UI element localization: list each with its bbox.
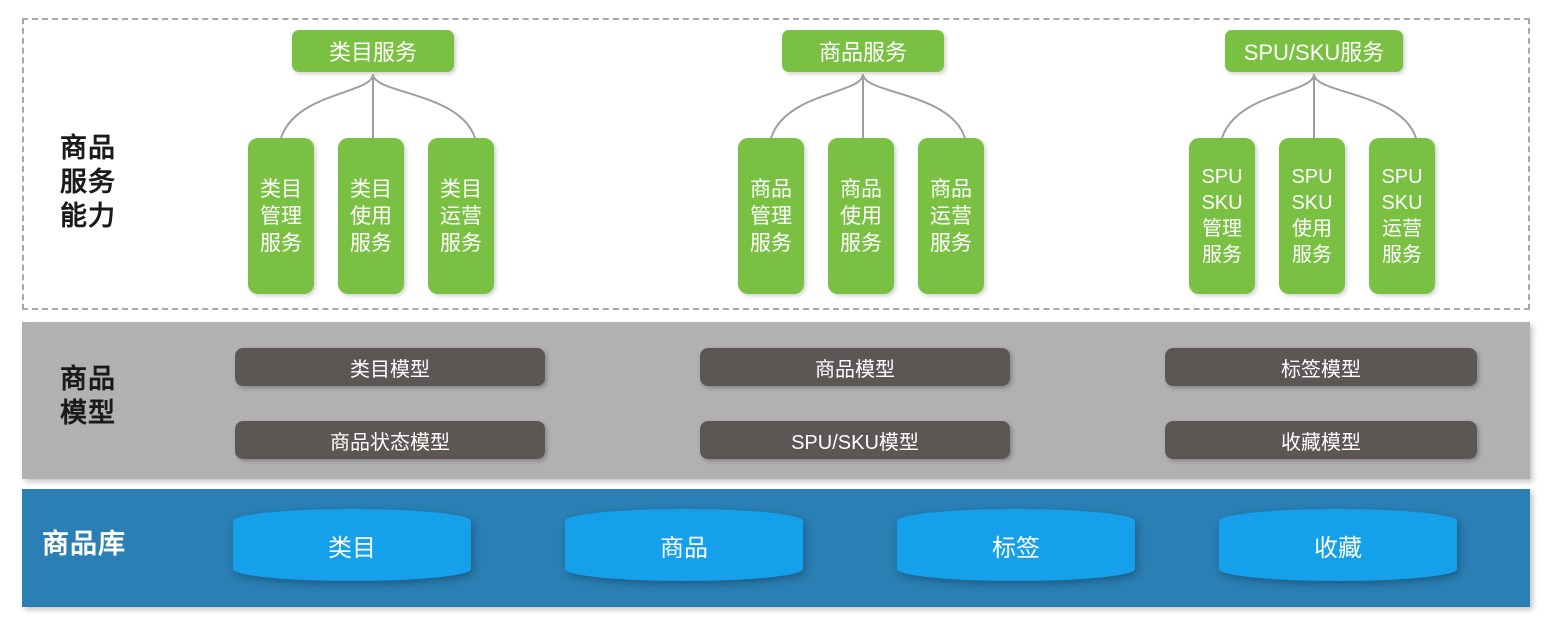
product-model-band: 类目模型 商品状态模型 商品模型 SPU/SKU模型 标签模型 收藏模型 bbox=[22, 322, 1530, 479]
connector-lines-category bbox=[280, 73, 476, 139]
service-card[interactable]: 类目 使用 服务 bbox=[338, 138, 404, 294]
band-label-product-model: 商品 模型 bbox=[60, 364, 116, 428]
cylinder-top-cap bbox=[565, 509, 803, 533]
service-group-header-spusku[interactable]: SPU/SKU服务 bbox=[1225, 30, 1403, 72]
product-repository-band: 类目 商品 标签 收藏 bbox=[22, 489, 1530, 607]
service-card[interactable]: SPU SKU 运营 服务 bbox=[1369, 138, 1435, 294]
model-pill[interactable]: 收藏模型 bbox=[1165, 421, 1477, 459]
service-card[interactable]: 商品 管理 服务 bbox=[738, 138, 804, 294]
service-cards-product: 商品 管理 服务 商品 使用 服务 商品 运营 服务 bbox=[738, 138, 984, 294]
cylinder-top-cap bbox=[233, 509, 471, 533]
cylinder-top-cap bbox=[1219, 509, 1457, 533]
cylinder-label: 商品 bbox=[660, 534, 708, 562]
service-group-product: 商品服务 商品 管理 服务 商品 使用 服务 商品 运营 服务 bbox=[738, 0, 1008, 294]
model-pill[interactable]: SPU/SKU模型 bbox=[700, 421, 1010, 459]
service-card[interactable]: 商品 使用 服务 bbox=[828, 138, 894, 294]
cylinder-bottom-cap bbox=[1219, 557, 1457, 581]
cylinder-top-cap bbox=[897, 509, 1135, 533]
band-label-product-repository: 商品库 bbox=[42, 529, 126, 559]
cylinder-bottom-cap bbox=[565, 557, 803, 581]
service-card[interactable]: 类目 管理 服务 bbox=[248, 138, 314, 294]
service-group-spusku: SPU/SKU服务 SPU SKU 管理 服务 SPU SKU 使用 服务 SP… bbox=[1189, 0, 1459, 294]
service-cards-spusku: SPU SKU 管理 服务 SPU SKU 使用 服务 SPU SKU 运营 服… bbox=[1189, 138, 1435, 294]
repository-cylinder[interactable]: 商品 bbox=[565, 509, 803, 581]
repository-cylinder[interactable]: 收藏 bbox=[1219, 509, 1457, 581]
connector-lines-spusku bbox=[1221, 73, 1417, 139]
service-group-category: 类目服务 类目 管理 服务 类目 使用 服务 类目 运营 服务 bbox=[248, 0, 518, 294]
service-cards-category: 类目 管理 服务 类目 使用 服务 类目 运营 服务 bbox=[248, 138, 494, 294]
cylinder-label: 收藏 bbox=[1314, 534, 1362, 562]
cylinder-bottom-cap bbox=[233, 557, 471, 581]
cylinder-label: 标签 bbox=[992, 534, 1040, 562]
service-card[interactable]: 类目 运营 服务 bbox=[428, 138, 494, 294]
service-card[interactable]: SPU SKU 使用 服务 bbox=[1279, 138, 1345, 294]
repository-cylinder[interactable]: 类目 bbox=[233, 509, 471, 581]
model-pill[interactable]: 商品状态模型 bbox=[235, 421, 545, 459]
service-group-header-category[interactable]: 类目服务 bbox=[292, 30, 454, 72]
model-pill[interactable]: 商品模型 bbox=[700, 348, 1010, 386]
repository-cylinder[interactable]: 标签 bbox=[897, 509, 1135, 581]
cylinder-bottom-cap bbox=[897, 557, 1135, 581]
service-group-header-product[interactable]: 商品服务 bbox=[782, 30, 944, 72]
service-card[interactable]: 商品 运营 服务 bbox=[918, 138, 984, 294]
connector-lines-product bbox=[770, 73, 966, 139]
service-card[interactable]: SPU SKU 管理 服务 bbox=[1189, 138, 1255, 294]
model-pill[interactable]: 标签模型 bbox=[1165, 348, 1477, 386]
band-label-service-capability: 商品 服务 能力 bbox=[60, 133, 116, 231]
cylinder-label: 类目 bbox=[328, 534, 376, 562]
model-pill[interactable]: 类目模型 bbox=[235, 348, 545, 386]
